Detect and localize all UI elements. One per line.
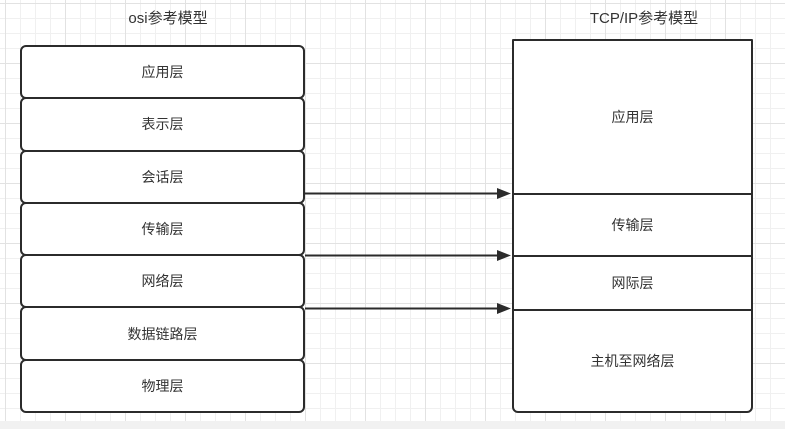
osi-layer-session-box[interactable]: 会话层	[20, 149, 305, 204]
osi-layer-presentation-label: 表示层	[141, 116, 184, 133]
osi-layer-application-label: 应用层	[141, 64, 184, 81]
osi-layer-transport-box[interactable]: 传输层	[20, 201, 305, 257]
osi-layer-stack: 应用层 表示层 会话层 传输层 网络层 数据链路层 物理层	[20, 45, 305, 413]
tcpip-layer-host-to-network-label: 主机至网络层	[590, 353, 675, 369]
arrow-transport-to-tcp-transport-boundary[interactable]	[305, 250, 511, 261]
tcpip-layer-transport-box[interactable]: 传输层	[514, 193, 751, 255]
tcpip-model-title[interactable]: TCP/IP参考模型	[589, 10, 699, 27]
osi-model-title[interactable]: osi参考模型	[128, 10, 208, 27]
osi-layer-physical-label: 物理层	[141, 377, 184, 394]
osi-layer-physical-box[interactable]: 物理层	[20, 358, 305, 413]
tcpip-layer-internet-box[interactable]: 网际层	[514, 255, 751, 309]
tcpip-layer-host-to-network-box[interactable]: 主机至网络层	[514, 309, 751, 411]
tcpip-layer-transport-label: 传输层	[611, 217, 654, 233]
osi-layer-network-label: 网络层	[141, 273, 184, 290]
osi-layer-datalink-box[interactable]: 数据链路层	[20, 306, 305, 361]
tcpip-layer-internet-label: 网际层	[611, 275, 654, 291]
osi-layer-transport-label: 传输层	[141, 220, 184, 237]
arrow-network-to-tcp-internet-boundary[interactable]	[305, 303, 511, 314]
arrow-session-to-tcp-application-boundary[interactable]	[305, 188, 511, 199]
tcpip-layer-application-box[interactable]: 应用层	[514, 41, 751, 193]
osi-layer-network-box[interactable]: 网络层	[20, 254, 305, 309]
canvas-bottom-strip	[0, 421, 785, 429]
osi-layer-datalink-label: 数据链路层	[127, 325, 198, 342]
tcpip-layer-application-label: 应用层	[611, 109, 654, 125]
osi-layer-presentation-box[interactable]: 表示层	[20, 97, 305, 152]
tcpip-layer-stack[interactable]: 应用层 传输层 网际层 主机至网络层	[512, 39, 753, 413]
osi-layer-application-box[interactable]: 应用层	[20, 45, 305, 100]
osi-layer-session-label: 会话层	[141, 168, 184, 185]
